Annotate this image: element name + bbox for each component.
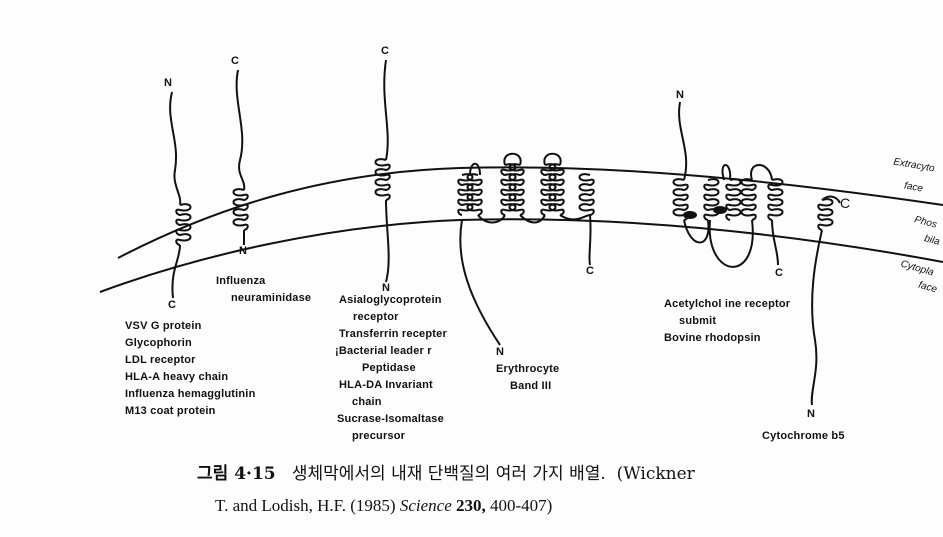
n-terminus: N xyxy=(239,245,247,257)
protein-label: Glycophorin xyxy=(125,337,192,349)
citation-pages: 400-407) xyxy=(485,496,553,515)
polypeptide-chain xyxy=(477,214,506,224)
transmembrane-helix xyxy=(175,203,192,246)
polypeptide-chain xyxy=(721,164,732,181)
protein-label: Transferrin recepter xyxy=(339,328,447,340)
polypeptide-chain xyxy=(519,214,546,224)
transmembrane-helix xyxy=(725,178,742,221)
transmembrane-helix xyxy=(740,178,757,221)
polypeptide-chain xyxy=(543,152,562,166)
c-terminus: C xyxy=(840,195,851,211)
transmembrane-helix xyxy=(232,188,249,231)
figure-caption: 그림 4·15 생체막에서의 내재 단백질의 여러 가지 배열. (Wickne… xyxy=(197,466,695,483)
polypeptide-chain xyxy=(683,219,710,244)
protein-label: neuraminidase xyxy=(231,292,312,304)
c-terminus: C xyxy=(586,265,594,277)
polypeptide-chain xyxy=(678,101,688,181)
protein-label: LDL receptor xyxy=(125,354,196,366)
citation-journal: Science xyxy=(399,496,452,515)
binding-site-mark xyxy=(683,211,697,219)
polypeptide-chain xyxy=(810,229,823,406)
n-terminus: N xyxy=(382,282,390,294)
polypeptide-chain xyxy=(588,214,592,266)
protein-label: submit xyxy=(679,315,717,327)
caption-citation-line: T. and Lodish, H.F. (1985) Science 230, … xyxy=(215,497,552,514)
transmembrane-helix xyxy=(578,173,595,216)
n-terminus: N xyxy=(676,89,684,101)
protein-label: Asialoglycoprotein xyxy=(339,294,442,306)
protein-label: VSV G protein xyxy=(125,320,202,332)
n-terminus: N xyxy=(807,408,815,420)
n-terminus: N xyxy=(496,346,504,358)
protein-label: Bovine rhodopsin xyxy=(664,332,761,344)
protein-label: Influenza xyxy=(216,275,266,287)
polypeptide-chain xyxy=(708,219,754,268)
polypeptide-chain xyxy=(383,59,389,161)
transmembrane-helix xyxy=(767,178,784,221)
figure-number: 그림 4·15 xyxy=(197,464,276,484)
citation-authors: T. and Lodish, H.F. (1985) xyxy=(215,496,400,515)
protein-label: Cytochrome b5 xyxy=(762,430,845,442)
n-terminus: N xyxy=(164,77,172,89)
polypeptide-chain xyxy=(469,162,481,176)
polypeptide-chain xyxy=(559,214,591,221)
polypeptide-chain xyxy=(459,219,501,346)
transmembrane-helix xyxy=(374,158,391,201)
transmembrane-helix xyxy=(703,178,720,221)
binding-site-mark xyxy=(713,206,727,214)
protein-label: Erythrocyte xyxy=(496,363,560,375)
citation-volume: 230, xyxy=(451,496,486,515)
c-terminus: C xyxy=(381,45,389,57)
polypeptide-chain xyxy=(821,195,841,204)
protein-label: Influenza hemagglutinin xyxy=(125,388,256,400)
polypeptide-chain xyxy=(385,199,390,283)
c-terminus: C xyxy=(231,55,239,67)
polypeptide-chain xyxy=(503,152,522,166)
protein-label: ¡Bacterial leader r xyxy=(335,345,432,357)
membrane-inner-line xyxy=(99,218,943,293)
protein-label: receptor xyxy=(353,311,399,323)
protein-label: Peptidase xyxy=(362,362,416,374)
protein-label: precursor xyxy=(352,430,406,442)
transmembrane-helix xyxy=(817,198,834,231)
polypeptide-chain xyxy=(171,244,181,299)
c-terminus: C xyxy=(775,267,783,279)
transmembrane-helix xyxy=(508,163,525,216)
transmembrane-helix xyxy=(466,173,483,216)
c-terminus: C xyxy=(168,299,176,311)
protein-label: Sucrase-Isomaltase xyxy=(337,413,444,425)
protein-label: Acetylchol ine receptor xyxy=(664,298,791,310)
polypeptide-chain xyxy=(169,91,182,206)
protein-label: chain xyxy=(352,396,382,408)
caption-title: 생체막에서의 내재 단백질의 여러 가지 배열. xyxy=(291,464,606,484)
protein-label: M13 coat protein xyxy=(125,405,216,417)
caption-citation: (Wickner xyxy=(616,464,695,484)
protein-label: HLA-DA Invariant xyxy=(339,379,433,391)
polypeptide-chain xyxy=(750,164,773,181)
polypeptide-chain xyxy=(771,219,779,266)
transmembrane-helix xyxy=(672,178,689,221)
transmembrane-helix xyxy=(548,163,565,216)
protein-label: Band III xyxy=(510,380,552,392)
polypeptide-chain xyxy=(235,69,246,191)
protein-label: HLA-A heavy chain xyxy=(125,371,229,383)
